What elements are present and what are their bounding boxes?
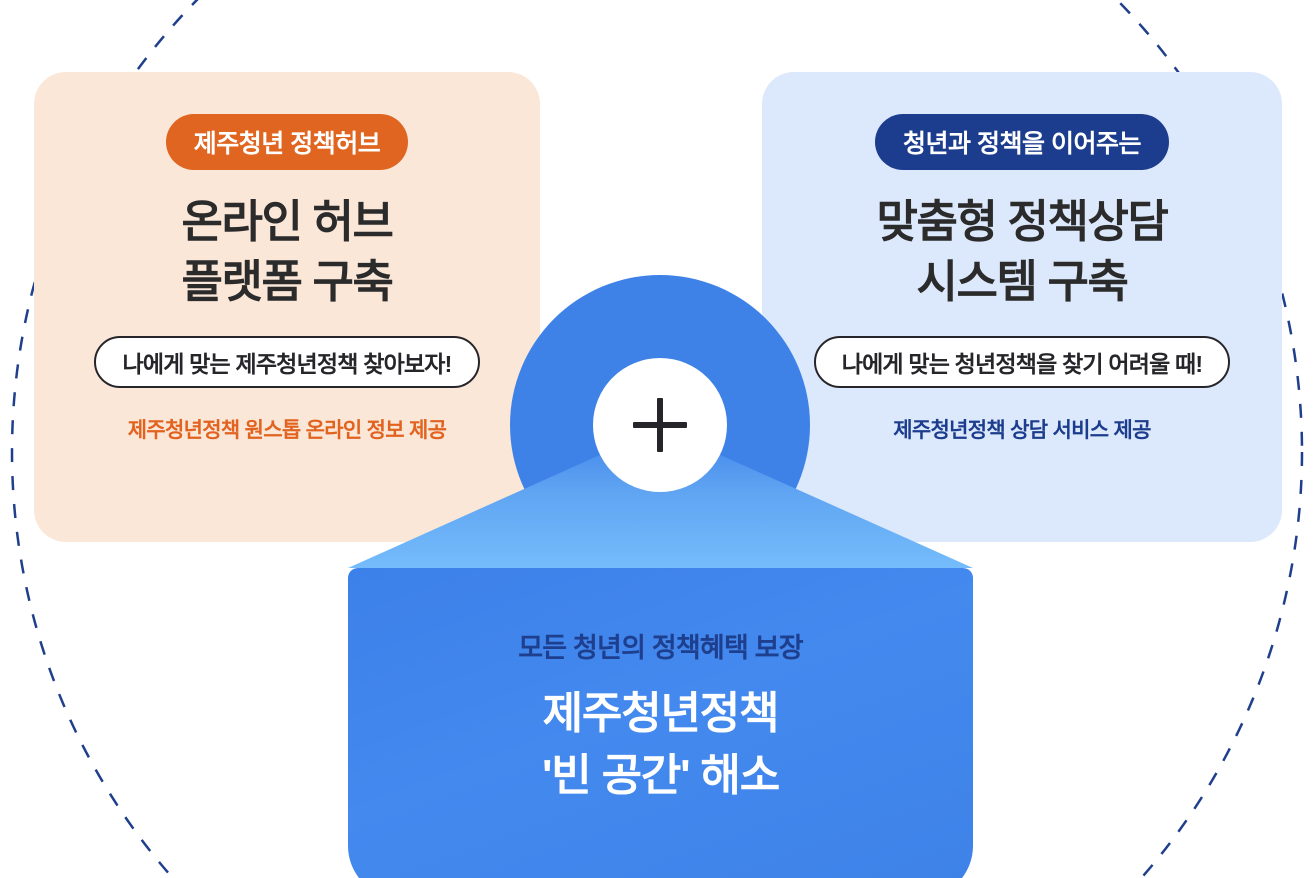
right-card-title-line1: 맞춤형 정책상담 [876,196,1169,247]
left-card-title-line2: 플랫폼 구축 [181,255,394,307]
left-card-title: 온라인 허브 플랫폼 구축 [181,192,394,312]
bottom-result-box[interactable]: 모든 청년의 정책혜택 보장 제주청년정책 '빈 공간' 해소 [348,568,973,878]
left-card-badge: 제주청년 정책허브 [165,114,409,170]
left-card-footnote: 제주청년정책 원스톱 온라인 정보 제공 [127,418,447,442]
left-card-title-line1: 온라인 허브 [181,196,394,247]
plus-icon [633,398,687,452]
bottom-box-title-line1: 제주청년정책 [542,689,780,738]
right-card-footnote: 제주청년정책 상담 서비스 제공 [893,418,1151,442]
right-card-badge: 청년과 정책을 이어주는 [875,114,1169,170]
center-plus-button[interactable] [593,358,727,492]
bottom-box-title-line2: '빈 공간' 해소 [542,751,780,801]
bottom-box-eyebrow: 모든 청년의 정책혜택 보장 [518,633,803,663]
bottom-box-title: 제주청년정책 '빈 공간' 해소 [542,683,780,808]
left-card-pill[interactable]: 나에게 맞는 제주청년정책 찾아보자! [94,335,480,388]
card-online-hub[interactable]: 제주청년 정책허브 온라인 허브 플랫폼 구축 나에게 맞는 제주청년정책 찾아… [34,72,540,542]
right-card-title-line2: 시스템 구축 [916,255,1129,307]
card-policy-counsel[interactable]: 청년과 정책을 이어주는 맞춤형 정책상담 시스템 구축 나에게 맞는 청년정책… [762,72,1282,542]
right-card-pill[interactable]: 나에게 맞는 청년정책을 찾기 어려울 때! [813,335,1231,388]
right-card-title: 맞춤형 정책상담 시스템 구축 [876,192,1169,312]
